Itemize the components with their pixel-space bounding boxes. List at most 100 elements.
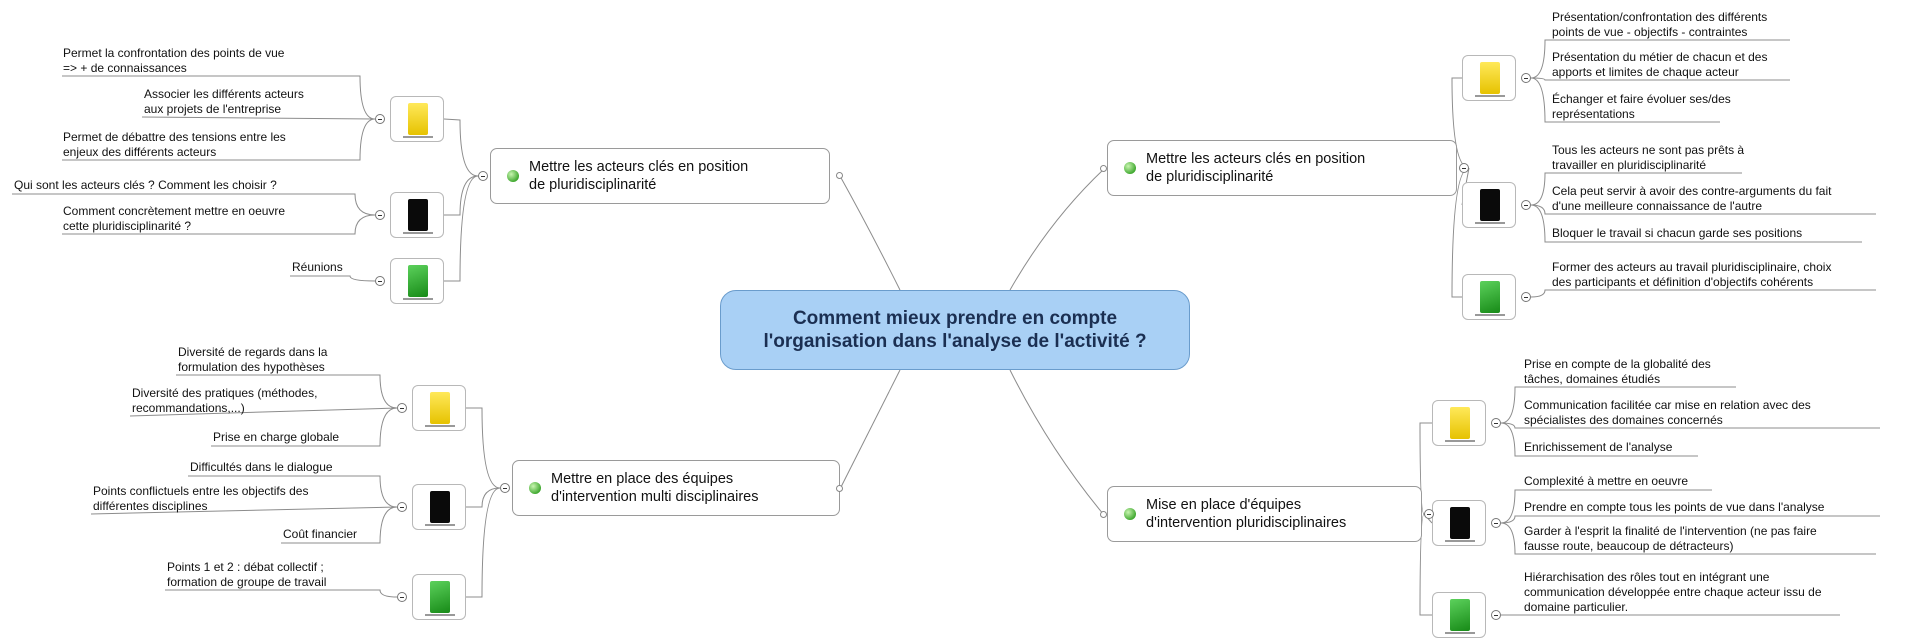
central-topic-line-2: l'organisation dans l'analyse de l'activ… bbox=[763, 331, 1147, 352]
leaf-line: Hiérarchisation des rôles tout en intégr… bbox=[1524, 570, 1770, 584]
leaf-item[interactable]: Présentation/confrontation des différent… bbox=[1552, 10, 1767, 40]
leaf-line: Permet de débattre des tensions entre le… bbox=[63, 130, 286, 144]
black-hat-icon[interactable] bbox=[390, 192, 444, 238]
leaf-item[interactable]: Permet la confrontation des points de vu… bbox=[63, 46, 284, 76]
leaf-line: travailler en pluridisciplinarité bbox=[1552, 158, 1707, 172]
collapse-toggle[interactable] bbox=[1521, 200, 1531, 210]
topic-bottom-left[interactable]: Mettre en place des équipes d'interventi… bbox=[512, 460, 840, 516]
central-link bbox=[1009, 369, 1105, 516]
leaf-item[interactable]: Hiérarchisation des rôles tout en intégr… bbox=[1524, 570, 1822, 615]
yellow-hat-icon[interactable] bbox=[1432, 400, 1486, 446]
topic-bullet-icon bbox=[1124, 508, 1136, 520]
leaf-item[interactable]: Comment concrètement mettre en oeuvre ce… bbox=[63, 204, 285, 234]
yellow-hat-icon[interactable] bbox=[390, 96, 444, 142]
collapse-toggle[interactable] bbox=[1491, 610, 1501, 620]
leaf-item[interactable]: Points 1 et 2 : débat collectif ; format… bbox=[167, 560, 326, 590]
leaf-line: Permet la confrontation des points de vu… bbox=[63, 46, 285, 60]
collapse-toggle[interactable] bbox=[1521, 292, 1531, 302]
leaf-line: enjeux des différents acteurs bbox=[63, 145, 217, 159]
collapse-toggle[interactable] bbox=[1459, 163, 1469, 173]
leaf-item[interactable]: Tous les acteurs ne sont pas prêts à tra… bbox=[1552, 143, 1744, 173]
topic-bottom-right-line-1: Mise en place d'équipes bbox=[1146, 497, 1302, 513]
topic-bottom-right[interactable]: Mise en place d'équipes d'intervention p… bbox=[1107, 486, 1422, 542]
leaf-line: différentes disciplines bbox=[93, 499, 208, 513]
leaf-item[interactable]: Qui sont les acteurs clés ? Comment les … bbox=[14, 178, 277, 193]
leaf-line: formulation des hypothèses bbox=[178, 360, 325, 374]
collapse-toggle[interactable] bbox=[1491, 418, 1501, 428]
leaf-link bbox=[1500, 422, 1698, 457]
leaf-line: aux projets de l'entreprise bbox=[144, 102, 282, 116]
leaf-link bbox=[281, 506, 398, 544]
leaf-item[interactable]: Points conflictuels entre les objectifs … bbox=[93, 484, 308, 514]
yellow-hat-icon[interactable] bbox=[412, 385, 466, 431]
collapse-toggle[interactable] bbox=[1521, 73, 1531, 83]
green-hat-icon[interactable] bbox=[1432, 592, 1486, 638]
leaf-item[interactable]: Difficultés dans le dialogue bbox=[190, 460, 333, 475]
central-topic[interactable]: Comment mieux prendre en compte l'organi… bbox=[720, 290, 1190, 370]
leaf-line: Prise en compte de la globalité des bbox=[1524, 357, 1711, 371]
leaf-item[interactable]: Prise en compte de la globalité des tâch… bbox=[1524, 357, 1711, 387]
green-hat-icon[interactable] bbox=[412, 574, 466, 620]
black-hat-icon[interactable] bbox=[412, 484, 466, 530]
collapse-toggle[interactable] bbox=[375, 210, 385, 220]
leaf-item[interactable]: Présentation du métier de chacun et des … bbox=[1552, 50, 1767, 80]
leaf-line: Coût financier bbox=[283, 527, 358, 541]
collapse-toggle[interactable] bbox=[397, 592, 407, 602]
collapse-toggle[interactable] bbox=[397, 502, 407, 512]
collapse-toggle[interactable] bbox=[397, 403, 407, 413]
leaf-item[interactable]: Garder à l'esprit la finalité de l'inter… bbox=[1524, 524, 1817, 554]
leaf-item[interactable]: Associer les différents acteurs aux proj… bbox=[144, 87, 304, 117]
central-link bbox=[839, 369, 901, 490]
topic-bottom-right-line-2: d'intervention pluridisciplinaires bbox=[1146, 515, 1347, 531]
topic-top-right[interactable]: Mettre les acteurs clés en position de p… bbox=[1107, 140, 1457, 196]
leaf-item[interactable]: Enrichissement de l'analyse bbox=[1524, 440, 1672, 455]
leaf-item[interactable]: Diversité des pratiques (méthodes, recom… bbox=[132, 386, 317, 416]
leaf-item[interactable]: Cela peut servir à avoir des contre-argu… bbox=[1552, 184, 1831, 214]
leaf-item[interactable]: Coût financier bbox=[283, 527, 357, 542]
topic-bullet-icon bbox=[1124, 162, 1136, 174]
green-hat-icon[interactable] bbox=[390, 258, 444, 304]
leaf-link bbox=[62, 75, 376, 120]
leaf-item[interactable]: Échanger et faire évoluer ses/des représ… bbox=[1552, 92, 1731, 122]
leaf-item[interactable]: Communication facilitée car mise en rela… bbox=[1524, 398, 1811, 428]
leaf-line: Présentation du métier de chacun et des bbox=[1552, 50, 1768, 64]
collapse-toggle[interactable] bbox=[375, 276, 385, 286]
topic-top-left-line-2: de pluridisciplinarité bbox=[529, 177, 657, 193]
leaf-line: Enrichissement de l'analyse bbox=[1524, 440, 1673, 454]
collapse-toggle[interactable] bbox=[375, 114, 385, 124]
leaf-line: apports et limites de chaque acteur bbox=[1552, 65, 1739, 79]
leaf-item[interactable]: Complexité à mettre en oeuvre bbox=[1524, 474, 1688, 489]
leaf-link bbox=[211, 407, 398, 447]
leaf-link bbox=[290, 275, 376, 282]
topic-top-right-line-2: de pluridisciplinarité bbox=[1146, 169, 1274, 185]
leaf-item[interactable]: Former des acteurs au travail pluridisci… bbox=[1552, 260, 1831, 290]
leaf-line: domaine particulier. bbox=[1524, 600, 1629, 614]
topic-bullet-icon bbox=[529, 482, 541, 494]
collapse-toggle[interactable] bbox=[1491, 518, 1501, 528]
black-hat-icon[interactable] bbox=[1462, 182, 1516, 228]
black-hat-icon[interactable] bbox=[1432, 500, 1486, 546]
leaf-line: recommandations,...) bbox=[132, 401, 245, 415]
collapse-toggle[interactable] bbox=[1424, 509, 1434, 519]
branch-link bbox=[443, 118, 479, 177]
leaf-item[interactable]: Bloquer le travail si chacun garde ses p… bbox=[1552, 226, 1802, 241]
branch-link bbox=[444, 175, 479, 282]
leaf-line: Garder à l'esprit la finalité de l'inter… bbox=[1524, 524, 1817, 538]
leaf-item[interactable]: Prendre en compte tous les points de vue… bbox=[1524, 500, 1824, 515]
topic-top-left[interactable]: Mettre les acteurs clés en position de p… bbox=[490, 148, 830, 204]
collapse-toggle[interactable] bbox=[478, 171, 488, 181]
leaf-link bbox=[1530, 204, 1862, 243]
leaf-item[interactable]: Diversité de regards dans la formulation… bbox=[178, 345, 327, 375]
leaf-item[interactable]: Réunions bbox=[292, 260, 343, 275]
leaf-line: Associer les différents acteurs bbox=[144, 87, 304, 101]
leaf-line: points de vue - objectifs - contraintes bbox=[1552, 25, 1748, 39]
connector-endpoint bbox=[1100, 511, 1107, 518]
topic-top-left-line-1: Mettre les acteurs clés en position bbox=[529, 159, 749, 175]
leaf-line: des participants et définition d'objecti… bbox=[1552, 275, 1814, 289]
leaf-item[interactable]: Prise en charge globale bbox=[213, 430, 339, 445]
yellow-hat-icon[interactable] bbox=[1462, 55, 1516, 101]
collapse-toggle[interactable] bbox=[500, 483, 510, 493]
leaf-item[interactable]: Permet de débattre des tensions entre le… bbox=[63, 130, 286, 160]
green-hat-icon[interactable] bbox=[1462, 274, 1516, 320]
